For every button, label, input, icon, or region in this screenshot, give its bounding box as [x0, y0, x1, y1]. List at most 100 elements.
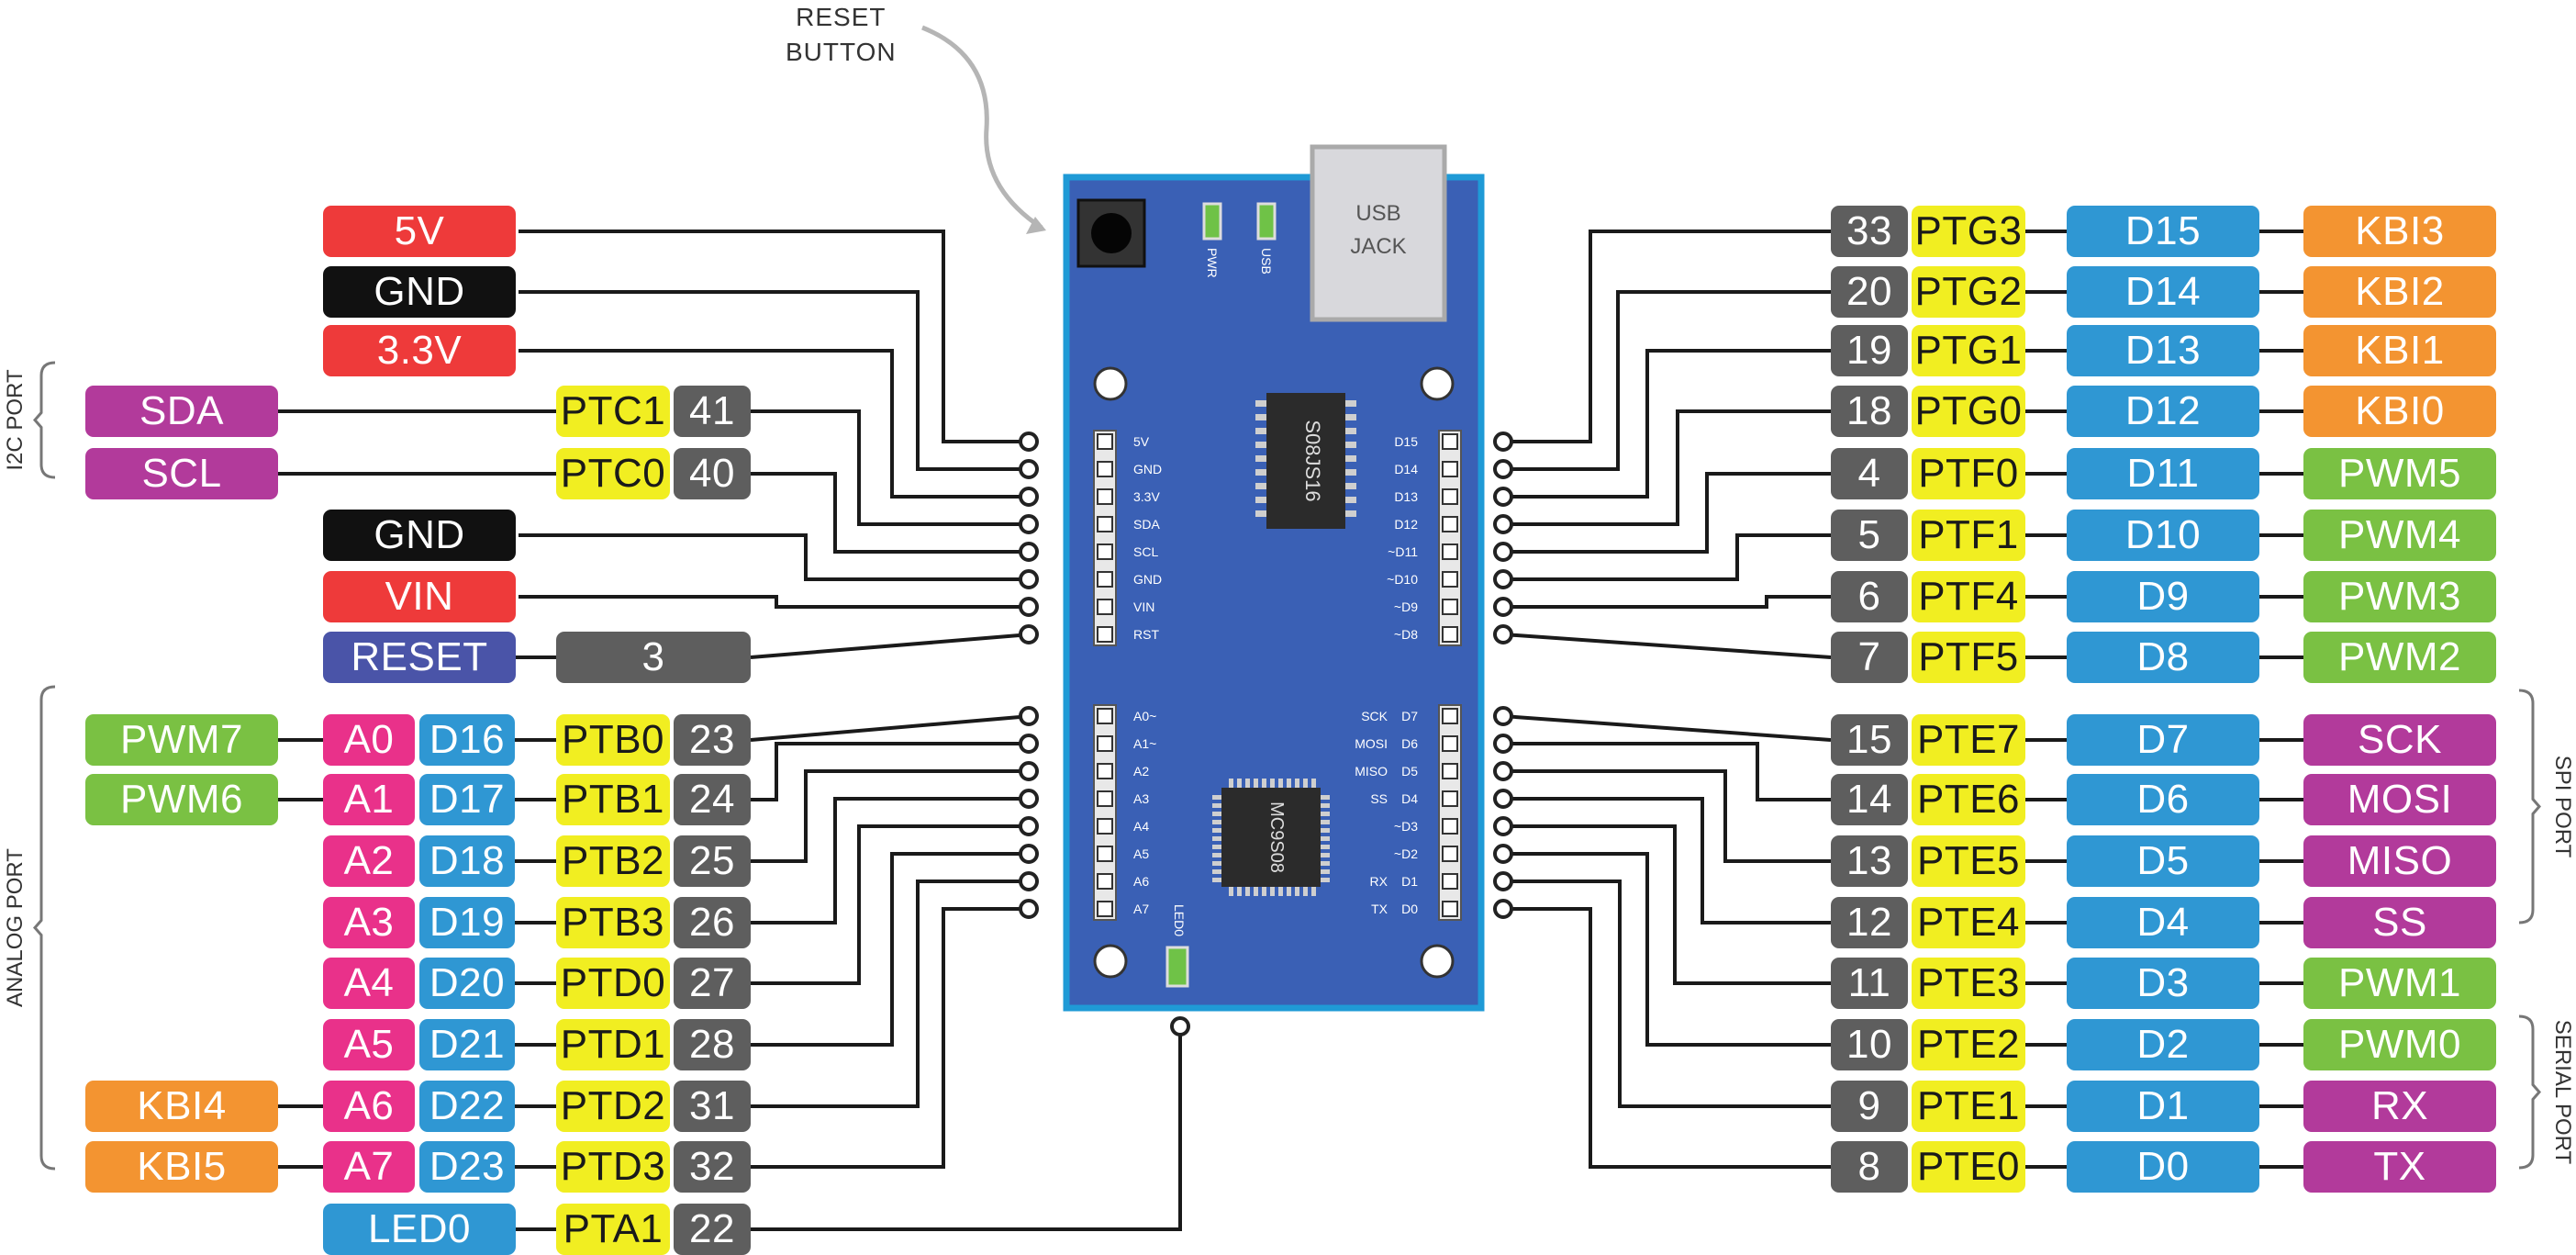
- power-label: 3.3V: [323, 325, 516, 376]
- pin-number: 32: [674, 1141, 751, 1193]
- chip-pin: [1255, 442, 1266, 448]
- header-label: D0: [1401, 902, 1418, 916]
- chip-mc9s08: [1221, 788, 1321, 887]
- digital-label: D19: [419, 897, 515, 948]
- header-label: A2: [1133, 764, 1149, 779]
- pin-number: 20: [1831, 266, 1908, 318]
- header-label: D6: [1401, 736, 1418, 751]
- alt-func-label: KBI5: [85, 1141, 278, 1193]
- analog-group-bracket: [33, 685, 56, 1171]
- func-label: TX: [2303, 1141, 2496, 1193]
- wire: [1502, 633, 1832, 659]
- header-pin: [1442, 516, 1458, 532]
- usb-jack-label: JACK: [1350, 234, 1406, 259]
- wire: [751, 797, 1031, 924]
- power-label: GND: [323, 266, 516, 318]
- header-pin: [1097, 433, 1113, 450]
- terminal: [1019, 542, 1039, 562]
- terminal: [1493, 487, 1513, 507]
- chip-pin: [1321, 853, 1330, 857]
- pin-number: 9: [1831, 1081, 1908, 1132]
- chip-top-label: S08JS16: [1301, 420, 1324, 501]
- digital-label: D5: [2067, 835, 2259, 887]
- header-label: VIN: [1133, 599, 1154, 614]
- i2c-group-bracket: [33, 361, 56, 479]
- terminal: [1493, 597, 1513, 617]
- func-label: KBI1: [2303, 325, 2496, 376]
- digital-label: D7: [2067, 714, 2259, 766]
- chip-bottom-label: MC9S08: [1266, 801, 1287, 873]
- chip-pin: [1295, 779, 1299, 788]
- func-label: MISO: [2303, 835, 2496, 887]
- digital-label: D22: [419, 1081, 515, 1132]
- pin-number: 19: [1831, 325, 1908, 376]
- chip-pin: [1212, 878, 1221, 882]
- chip-pin: [1345, 455, 1356, 462]
- wire: [751, 742, 1031, 801]
- chip-pin: [1237, 779, 1242, 788]
- chip-pin: [1303, 887, 1308, 896]
- digital-label: D0: [2067, 1141, 2259, 1193]
- chip-pin: [1321, 803, 1330, 808]
- usb-jack: [1310, 144, 1447, 322]
- digital-label: D8: [2067, 632, 2259, 683]
- port-label: PTF1: [1912, 510, 2025, 561]
- header-label: D15: [1394, 434, 1418, 449]
- header-pin: [1097, 846, 1113, 862]
- header-label: ~D11: [1388, 544, 1418, 559]
- spi-group-bracket: [2518, 689, 2541, 924]
- port-label: PTE6: [1912, 774, 2025, 825]
- pin-number: 10: [1831, 1019, 1908, 1070]
- terminal: [1493, 459, 1513, 479]
- header-label: SCK: [1361, 709, 1388, 723]
- terminal: [1019, 816, 1039, 836]
- chip-pin: [1212, 845, 1221, 849]
- header-label: D13: [1394, 489, 1418, 504]
- chip-pin: [1262, 779, 1266, 788]
- header-label: A3: [1133, 791, 1149, 806]
- header-pin: [1442, 873, 1458, 890]
- pin-number: 13: [1831, 835, 1908, 887]
- chip-pin: [1255, 510, 1266, 517]
- header-label: MOSI: [1355, 736, 1388, 751]
- wire: [519, 595, 1031, 609]
- func-label: KBI3: [2303, 206, 2496, 257]
- header-label: SCL: [1133, 544, 1158, 559]
- i2c-func-label: SDA: [85, 386, 278, 437]
- terminal: [1170, 1016, 1190, 1036]
- analog-label: A4: [323, 958, 415, 1009]
- header-pin: [1442, 763, 1458, 779]
- wire: [519, 349, 1031, 499]
- chip-pin: [1311, 887, 1316, 896]
- terminal: [1019, 459, 1039, 479]
- wire: [519, 533, 1031, 581]
- func-label: KBI0: [2303, 386, 2496, 437]
- wire: [1503, 769, 1831, 863]
- chip-pin: [1303, 779, 1308, 788]
- wire: [1503, 230, 1831, 443]
- digital-label: D15: [2067, 206, 2259, 257]
- port-label: PTC1: [556, 386, 670, 437]
- terminal: [1019, 487, 1039, 507]
- terminal: [1019, 624, 1039, 644]
- header-pin: [1097, 818, 1113, 835]
- wire: [751, 472, 1031, 554]
- port-label: PTB0: [556, 714, 670, 766]
- header-label: 3.3V: [1133, 489, 1160, 504]
- pin-number: 23: [674, 714, 751, 766]
- power-label: VIN: [323, 571, 516, 622]
- chip-pin: [1212, 861, 1221, 866]
- header-label: D4: [1401, 791, 1418, 806]
- port-label: PTE5: [1912, 835, 2025, 887]
- chip-pin: [1212, 853, 1221, 857]
- analog-label: A2: [323, 835, 415, 887]
- digital-label: D12: [2067, 386, 2259, 437]
- chip-pin: [1255, 483, 1266, 489]
- header-label: D5: [1401, 764, 1418, 779]
- header-pin: [1442, 433, 1458, 450]
- chip-pin: [1270, 887, 1275, 896]
- pin-number: 14: [1831, 774, 1908, 825]
- chip-pin: [1255, 469, 1266, 476]
- digital-label: D14: [2067, 266, 2259, 318]
